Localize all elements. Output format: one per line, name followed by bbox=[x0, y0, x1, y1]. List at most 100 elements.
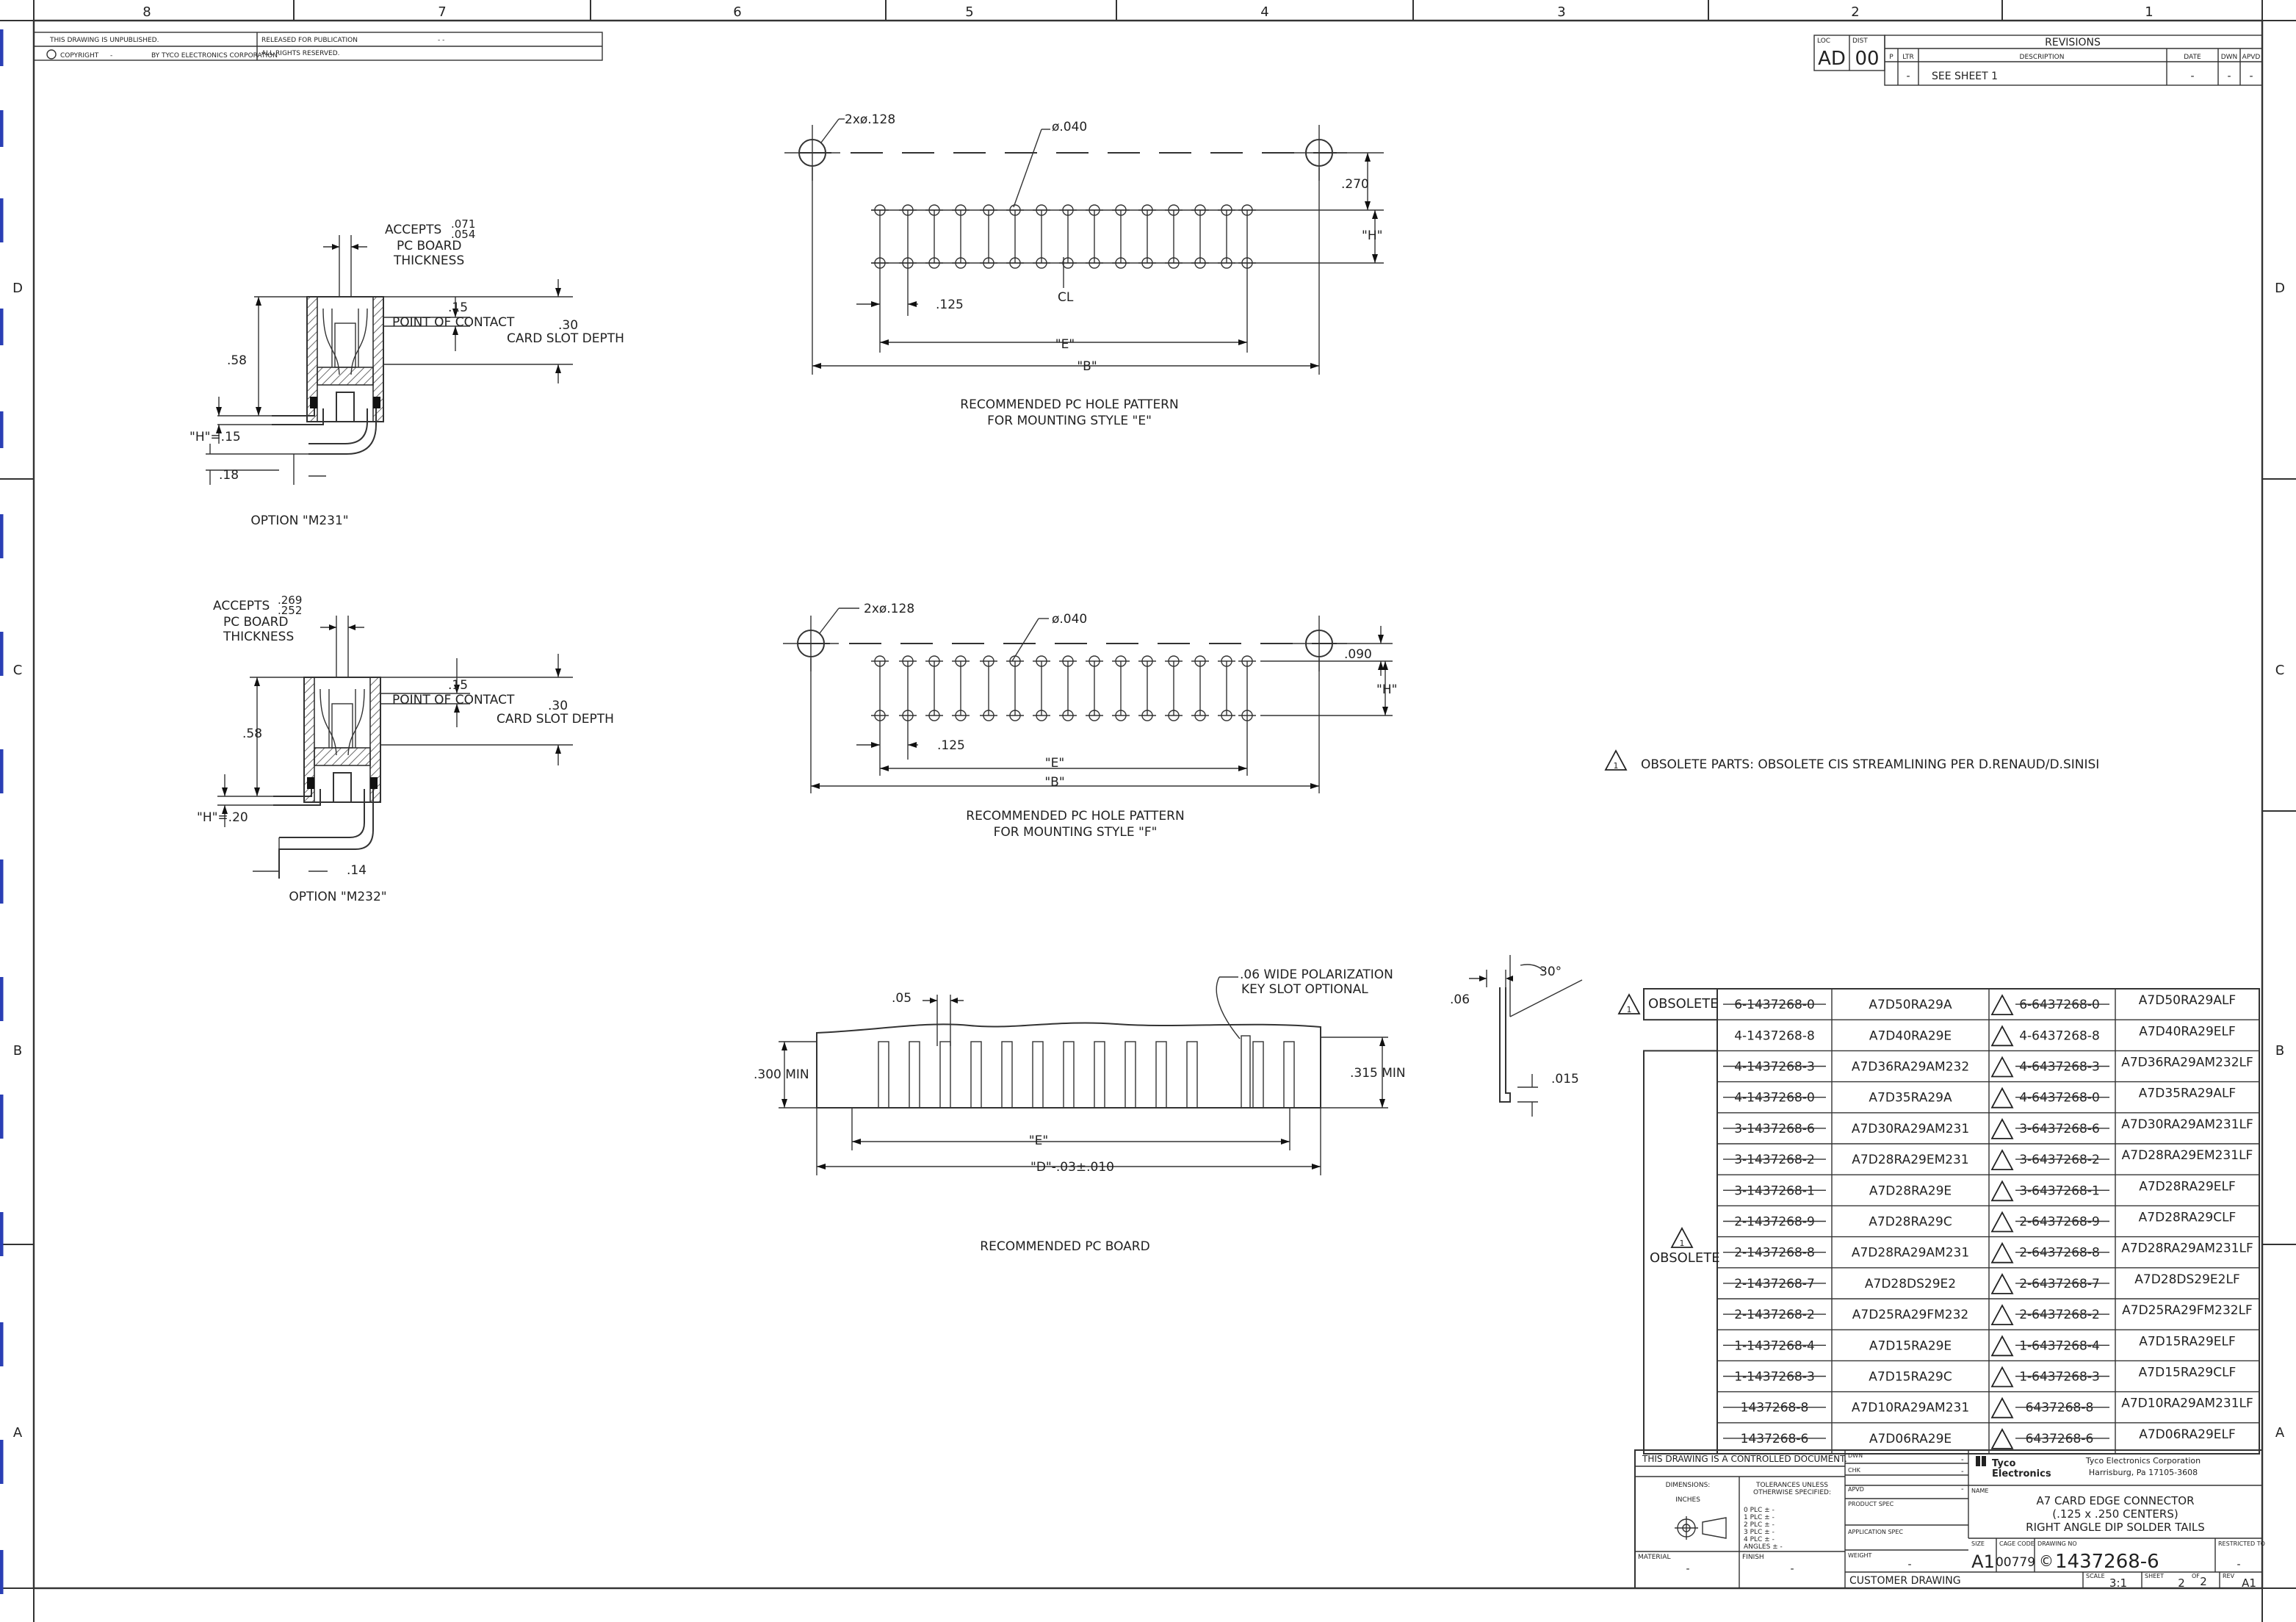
table-row-lf-pn: 4-6437268-8 bbox=[2019, 1028, 2100, 1043]
revision-marker-icon bbox=[1991, 995, 2013, 1015]
pcb-key-slot-1: .06 WIDE POLARIZATION bbox=[1240, 967, 1393, 982]
tb-of: 2 bbox=[2200, 1575, 2207, 1588]
recommended-pc-board: .05 .06 WIDE POLARIZATION KEY SLOT OPTIO… bbox=[754, 955, 1583, 1254]
zone-label-a-left: A bbox=[13, 1425, 23, 1441]
m231-contact-dim: .15 bbox=[448, 300, 468, 315]
e-mount-holes: 2xø.128 bbox=[845, 112, 895, 127]
table-row-lf-pn: 2-6437268-8 bbox=[2019, 1246, 2100, 1261]
obsolete-note-marker: 1 bbox=[1614, 761, 1619, 771]
revision-marker-icon bbox=[1991, 1274, 2013, 1294]
table-row-lf-desc: A7D15RA29CLF bbox=[2139, 1366, 2237, 1380]
table-row-lf-desc: A7D50RA29ALF bbox=[2139, 993, 2236, 1008]
view-option-m232: ACCEPTS .269 .252 PC BOARD THICKNESS .15… bbox=[197, 594, 614, 904]
rev-col-p: P bbox=[1889, 54, 1894, 61]
table-row-lf-desc: A7D28RA29EM231LF bbox=[2122, 1148, 2253, 1163]
table-row-lf-pn: 3-6437268-2 bbox=[2019, 1153, 2100, 1167]
revision-marker-icon bbox=[1991, 1211, 2013, 1233]
loc-label: LOC bbox=[1817, 37, 1830, 45]
tb-company-2: Electronics bbox=[1992, 1468, 2051, 1479]
tb-restricted: - bbox=[2237, 1559, 2240, 1571]
tb-name-1: A7 CARD EDGE CONNECTOR bbox=[2036, 1494, 2194, 1507]
table-row-desc: A7D15RA29C bbox=[1869, 1370, 1952, 1385]
pcb-chamfer-06: .06 bbox=[1450, 992, 1470, 1007]
board-finger-12 bbox=[1283, 1041, 1295, 1109]
pcb-d-label: "D"-.03±.010 bbox=[1030, 1160, 1114, 1175]
table-row-lf-pn: 4-6437268-3 bbox=[2019, 1060, 2100, 1075]
board-finger-7 bbox=[1094, 1041, 1105, 1109]
f-h-label: "H" bbox=[1376, 682, 1397, 697]
tb-tol-2: 2 PLC ± - bbox=[1744, 1521, 1775, 1529]
revision-marker-icon bbox=[1991, 1119, 2013, 1139]
tb-material-val: - bbox=[1686, 1563, 1689, 1575]
released-value: - - bbox=[438, 37, 444, 44]
tb-tol-5: ANGLES ± - bbox=[1744, 1543, 1783, 1551]
table-row-desc: A7D28RA29EM231 bbox=[1852, 1153, 1968, 1167]
tb-name-2: (.125 x .250 CENTERS) bbox=[2052, 1507, 2178, 1521]
obsolete-label-top: OBSOLETE bbox=[1648, 996, 1719, 1012]
tb-inches: INCHES bbox=[1675, 1496, 1700, 1504]
pcb-chamfer-angle: 30° bbox=[1539, 965, 1562, 979]
zone-label-b-left: B bbox=[13, 1043, 22, 1059]
table-row-lf-desc: A7D40RA29ELF bbox=[2139, 1024, 2236, 1039]
released-text: RELEASED FOR PUBLICATION bbox=[261, 37, 358, 44]
m231-caption: OPTION "M231" bbox=[250, 513, 348, 528]
copyright-by: BY TYCO ELECTRONICS CORPORATION bbox=[151, 52, 278, 60]
f-b-label: "B" bbox=[1044, 775, 1064, 790]
table-row-lf-desc: A7D10RA29AM231LF bbox=[2121, 1396, 2253, 1411]
table-row-lf-desc: A7D06RA29ELF bbox=[2139, 1427, 2236, 1442]
zone-label-2: 2 bbox=[1851, 4, 1859, 20]
table-marker-mid: 1 bbox=[1680, 1239, 1685, 1248]
copyright-dash: - bbox=[110, 52, 112, 60]
table-row-lf-desc: A7D36RA29AM232LF bbox=[2121, 1056, 2253, 1070]
revision-marker-icon bbox=[1991, 1397, 2013, 1419]
rev-col-dwn: DWN bbox=[2221, 54, 2238, 61]
rev-row-date: - bbox=[2190, 71, 2194, 82]
tb-chk-dash: - bbox=[1961, 1468, 1964, 1476]
board-finger-8 bbox=[1124, 1041, 1136, 1109]
table-row-desc: A7D25RA29FM232 bbox=[1852, 1308, 1968, 1322]
e-pitch: .125 bbox=[936, 298, 964, 312]
e-cl: CL bbox=[1058, 290, 1074, 305]
tb-dwn-dash: - bbox=[1961, 1456, 1964, 1464]
tb-dimensions: DIMENSIONS: bbox=[1666, 1482, 1711, 1489]
zone-label-8: 8 bbox=[142, 4, 151, 20]
zone-label-5: 5 bbox=[965, 4, 973, 20]
f-row-offset: .090 bbox=[1344, 647, 1372, 662]
e-row-offset: .270 bbox=[1341, 177, 1369, 192]
e-pin-hole: ø.040 bbox=[1052, 120, 1087, 134]
tb-size-label: SIZE bbox=[1971, 1540, 1985, 1547]
tb-apvd-dash: - bbox=[1961, 1485, 1964, 1493]
f-pin-hole: ø.040 bbox=[1052, 612, 1087, 627]
unpublished-text: THIS DRAWING IS UNPUBLISHED. bbox=[49, 37, 159, 44]
tyco-logo-icon bbox=[1976, 1456, 1986, 1466]
revisions-block: LOC DIST AD 00 REVISIONS P LTR DESCRIPTI… bbox=[1813, 35, 2263, 86]
table-row-desc: A7D35RA29A bbox=[1869, 1091, 1952, 1106]
tb-size: A1 bbox=[1971, 1551, 1995, 1572]
revision-marker-icon bbox=[1991, 1305, 2013, 1325]
table-row-desc: A7D30RA29AM231 bbox=[1852, 1122, 1969, 1136]
table-row-lf-pn: 6437268-6 bbox=[2026, 1432, 2094, 1446]
loc-value: AD bbox=[1818, 48, 1846, 70]
table-row-lf-pn: 2-6437268-9 bbox=[2019, 1215, 2100, 1230]
revision-marker-icon bbox=[1991, 1366, 2013, 1388]
zone-label-1: 1 bbox=[2145, 4, 2153, 20]
tb-corp: Tyco Electronics Corporation bbox=[2085, 1456, 2201, 1466]
pcb-key-slot-2: KEY SLOT OPTIONAL bbox=[1241, 982, 1368, 997]
tb-scale-label: SCALE bbox=[2086, 1573, 2105, 1579]
table-row-lf-desc: A7D35RA29ALF bbox=[2139, 1086, 2236, 1101]
table-row-lf-pn: 3-6437268-6 bbox=[2019, 1122, 2100, 1136]
m232-pc-board: PC BOARD bbox=[223, 615, 289, 630]
table-row-pn: 2-1437268-7 bbox=[1734, 1277, 1815, 1291]
table-row-pn: 2-1437268-9 bbox=[1734, 1215, 1815, 1230]
m231-point-of-contact: POINT OF CONTACT bbox=[392, 315, 515, 330]
rev-col-date: DATE bbox=[2184, 54, 2201, 61]
zone-label-d-left: D bbox=[12, 281, 23, 296]
m232-tol-upper: .269 bbox=[278, 594, 302, 607]
tb-tolerances-2: OTHERWISE SPECIFIED: bbox=[1753, 1489, 1831, 1496]
board-finger-6 bbox=[1063, 1041, 1075, 1109]
rev-row-ltr: - bbox=[1906, 71, 1910, 82]
table-marker-top: 1 bbox=[1627, 1005, 1632, 1014]
table-row-pn: 6-1437268-0 bbox=[1734, 998, 1815, 1012]
table-row-pn: 1-1437268-4 bbox=[1734, 1338, 1815, 1353]
rev-col-desc: DESCRIPTION bbox=[2020, 54, 2065, 61]
